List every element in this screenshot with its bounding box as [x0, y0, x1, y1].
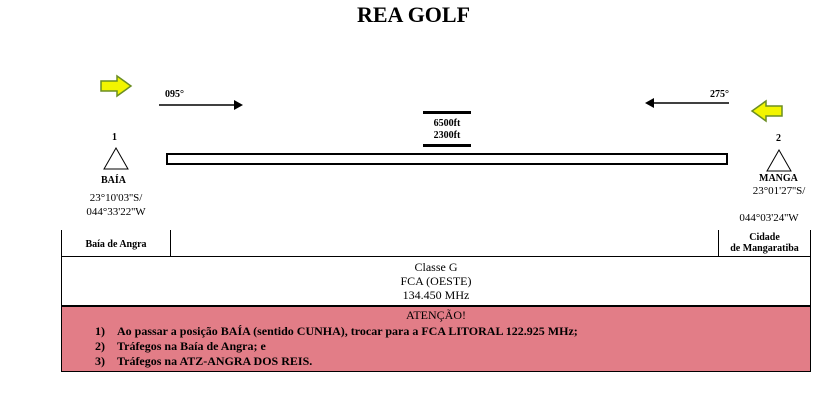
airspace-class: Classe G [414, 260, 458, 274]
right-area-line1: Cidade [749, 232, 780, 243]
left-point-name: BAÍA [101, 175, 127, 186]
elevation-lower-line [423, 144, 471, 147]
heading-275-arrow [645, 98, 729, 108]
divider [170, 230, 171, 257]
left-point-lat: 23°10'03''S/ [89, 192, 143, 204]
arrow-right-icon [100, 74, 133, 98]
right-area-line2: de Mangaratiba [730, 243, 799, 254]
divider [718, 230, 719, 257]
right-point-lon: 044°03'24''W [739, 212, 799, 224]
elevation-upper-line [423, 111, 471, 114]
left-point-lon: 044°33'22''W [86, 206, 146, 218]
elevation-lower-limit: 2300ft [433, 130, 461, 141]
right-heading-label: 275° [710, 89, 729, 100]
divider [61, 230, 62, 257]
route-bar [166, 153, 728, 165]
triangle-waypoint-icon [103, 147, 129, 170]
list-item: 3)Tráfegos na ATZ-ANGRA DOS REIS. [95, 354, 313, 368]
elevation-upper-limit: 6500ft [433, 118, 461, 129]
right-point-lat: 23°01'27''S/ [752, 185, 806, 197]
airspace-info-box: Classe G FCA (OESTE) 134.450 MHz [61, 256, 811, 306]
attention-list: 1)Ao passar a posição BAÍA (sentido CUNH… [62, 322, 810, 369]
left-area-label: Baía de Angra [85, 239, 147, 250]
right-area-label: Cidade de Mangaratiba [719, 232, 810, 254]
left-point-number: 1 [112, 132, 117, 143]
arrow-left-icon [750, 99, 783, 123]
list-item: 2)Tráfegos na Baía de Angra; e [95, 339, 266, 353]
attention-header: ATENÇÃO! [406, 308, 466, 322]
diagram-title: REA GOLF [356, 2, 471, 27]
list-item: 1)Ao passar a posição BAÍA (sentido CUNH… [95, 324, 578, 338]
left-heading-label: 095° [165, 89, 184, 100]
right-point-name: MANGA [759, 173, 798, 184]
triangle-waypoint-icon [766, 149, 792, 172]
divider [810, 230, 811, 257]
attention-box: ATENÇÃO! 1)Ao passar a posição BAÍA (sen… [61, 306, 811, 372]
right-point-number: 2 [776, 133, 781, 144]
airspace-fca: FCA (OESTE) [400, 274, 472, 288]
heading-095-arrow [159, 100, 243, 110]
airspace-frequency: 134.450 MHz [402, 288, 470, 302]
